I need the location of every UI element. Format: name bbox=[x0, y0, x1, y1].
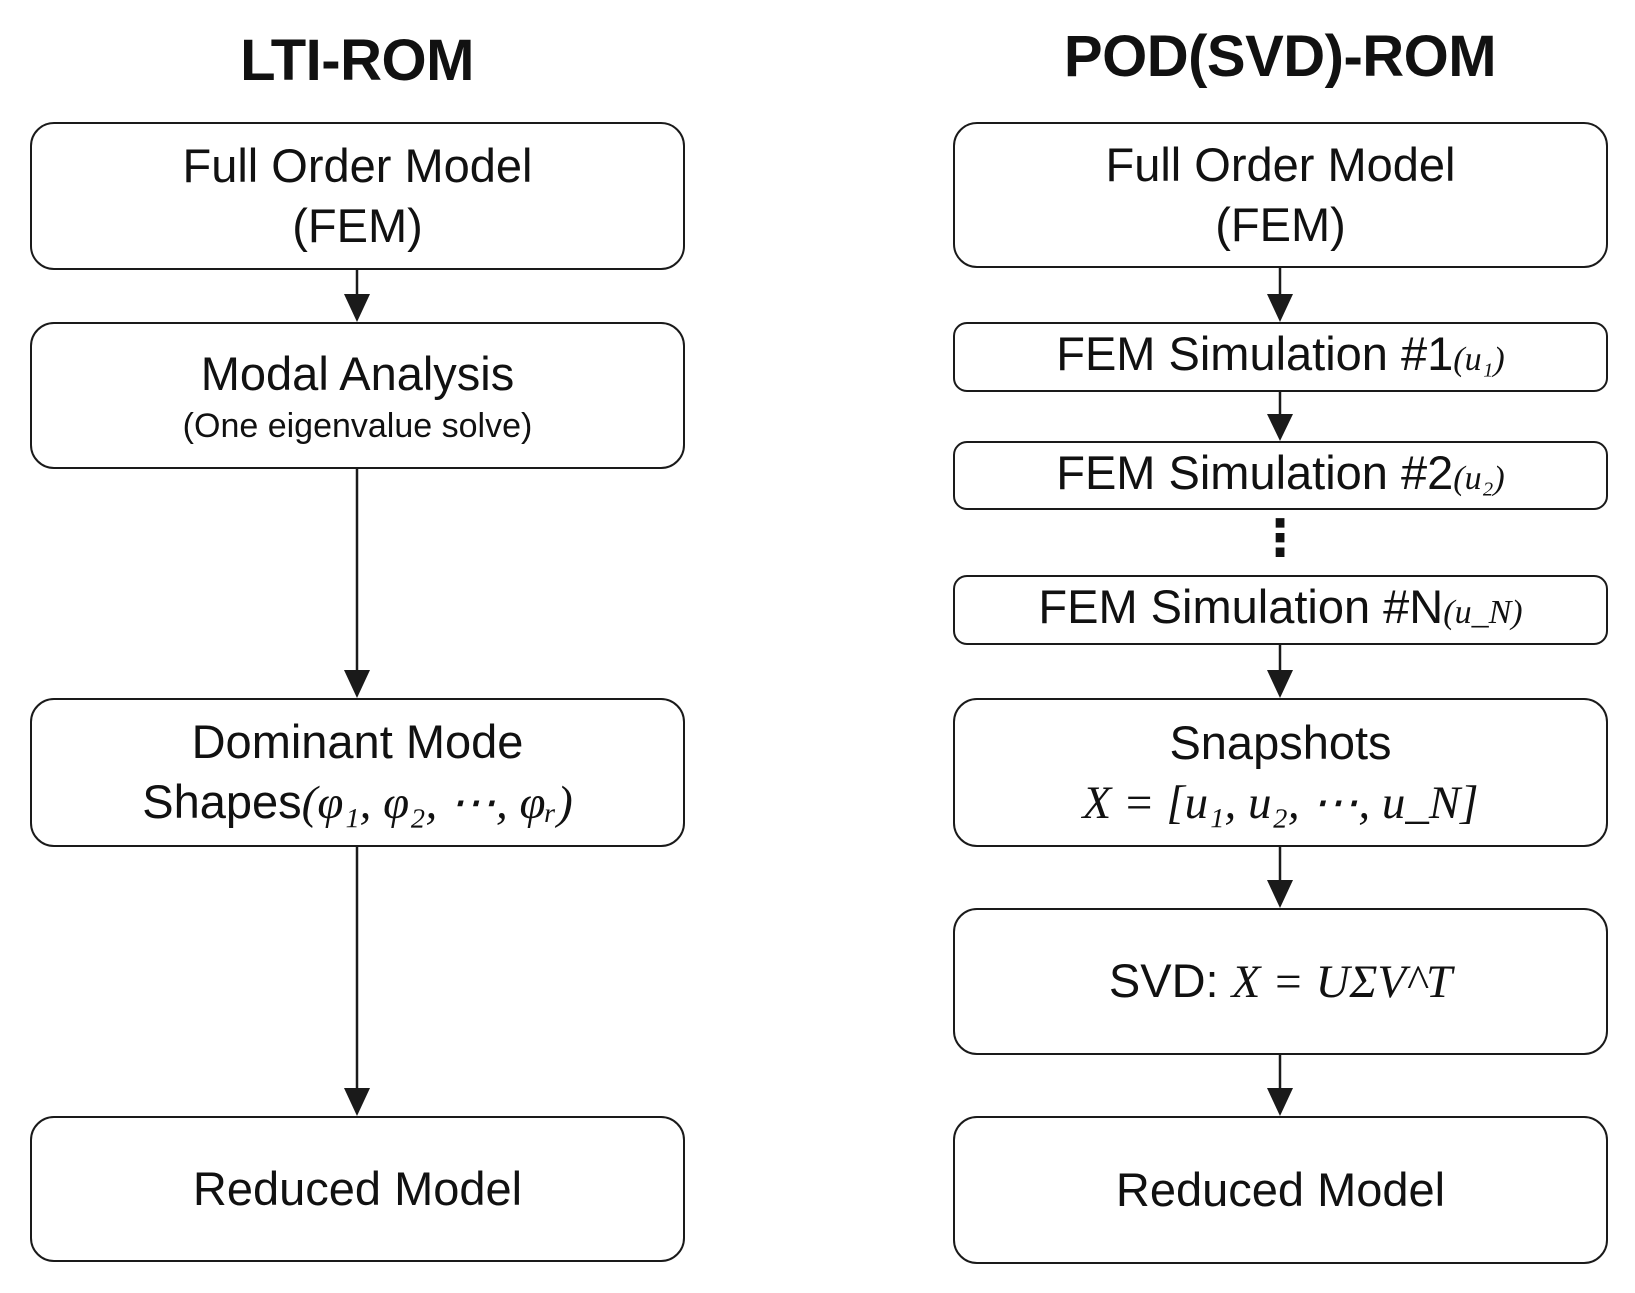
fem-simulation-1-line: FEM Simulation #1(u₁) bbox=[1056, 324, 1505, 390]
lti-reduced-model-box: Reduced Model bbox=[30, 1116, 685, 1262]
modal-analysis-label: Modal Analysis bbox=[200, 346, 515, 400]
snapshots-box: Snapshots X = [u₁, u₂, ⋯, u_N] bbox=[953, 698, 1608, 847]
eigenvalue-solve-label: (One eigenvalue solve) bbox=[182, 406, 533, 445]
snapshot-matrix-math: X = [u₁, u₂, ⋯, u_N] bbox=[1082, 776, 1479, 829]
dominant-mode-shapes-box: Dominant Mode Shapes(φ₁, φ₂, ⋯, φᵣ) bbox=[30, 698, 685, 847]
dominant-mode-label: Dominant Mode bbox=[191, 715, 524, 768]
shapes-text: Shapes bbox=[142, 775, 302, 828]
lti-full-order-model-box: Full Order Model (FEM) bbox=[30, 122, 685, 270]
fem-label: (FEM) bbox=[1215, 198, 1346, 251]
svd-line: SVD: X = UΣV^T bbox=[1109, 951, 1452, 1012]
pod-svd-rom-title: POD(SVD)-ROM bbox=[1063, 24, 1497, 89]
u2-math: (u₂) bbox=[1453, 459, 1505, 497]
fem-label: (FEM) bbox=[292, 199, 423, 252]
modal-analysis-box: Modal Analysis (One eigenvalue solve) bbox=[30, 322, 685, 469]
svd-box: SVD: X = UΣV^T bbox=[953, 908, 1608, 1055]
fem-simulation-n-box: FEM Simulation #N(u_N) bbox=[953, 575, 1608, 645]
fem-simulation-n-label: FEM Simulation #N bbox=[1038, 580, 1444, 633]
un-math: (u_N) bbox=[1443, 594, 1523, 631]
full-order-model-label: Full Order Model bbox=[182, 139, 533, 192]
mode-shapes-line: Shapes(φ₁, φ₂, ⋯, φᵣ) bbox=[142, 772, 572, 833]
reduced-model-label: Reduced Model bbox=[1115, 1163, 1446, 1216]
lti-rom-title: LTI-ROM bbox=[240, 28, 474, 93]
u1-math: (u₁) bbox=[1453, 341, 1505, 378]
fem-simulation-2-box: FEM Simulation #2(u₂) bbox=[953, 441, 1608, 510]
fem-simulation-1-label: FEM Simulation #1 bbox=[1056, 327, 1454, 380]
full-order-model-label: Full Order Model bbox=[1105, 138, 1456, 191]
svd-math: X = UΣV^T bbox=[1231, 956, 1453, 1008]
fem-simulation-2-line: FEM Simulation #2(u₂) bbox=[1056, 443, 1505, 509]
fem-simulation-n-line: FEM Simulation #N(u_N) bbox=[1038, 577, 1522, 643]
fem-simulation-2-label: FEM Simulation #2 bbox=[1056, 445, 1454, 499]
fem-simulation-1-box: FEM Simulation #1(u₁) bbox=[953, 322, 1608, 392]
vertical-ellipsis: ⋮ bbox=[1255, 510, 1305, 566]
snapshots-label: Snapshots bbox=[1169, 715, 1392, 769]
pod-full-order-model-box: Full Order Model (FEM) bbox=[953, 122, 1608, 268]
pod-reduced-model-box: Reduced Model bbox=[953, 1116, 1608, 1264]
mode-shapes-math: (φ₁, φ₂, ⋯, φᵣ) bbox=[301, 777, 573, 829]
reduced-model-label: Reduced Model bbox=[192, 1162, 523, 1215]
svd-label: SVD: bbox=[1108, 954, 1232, 1007]
